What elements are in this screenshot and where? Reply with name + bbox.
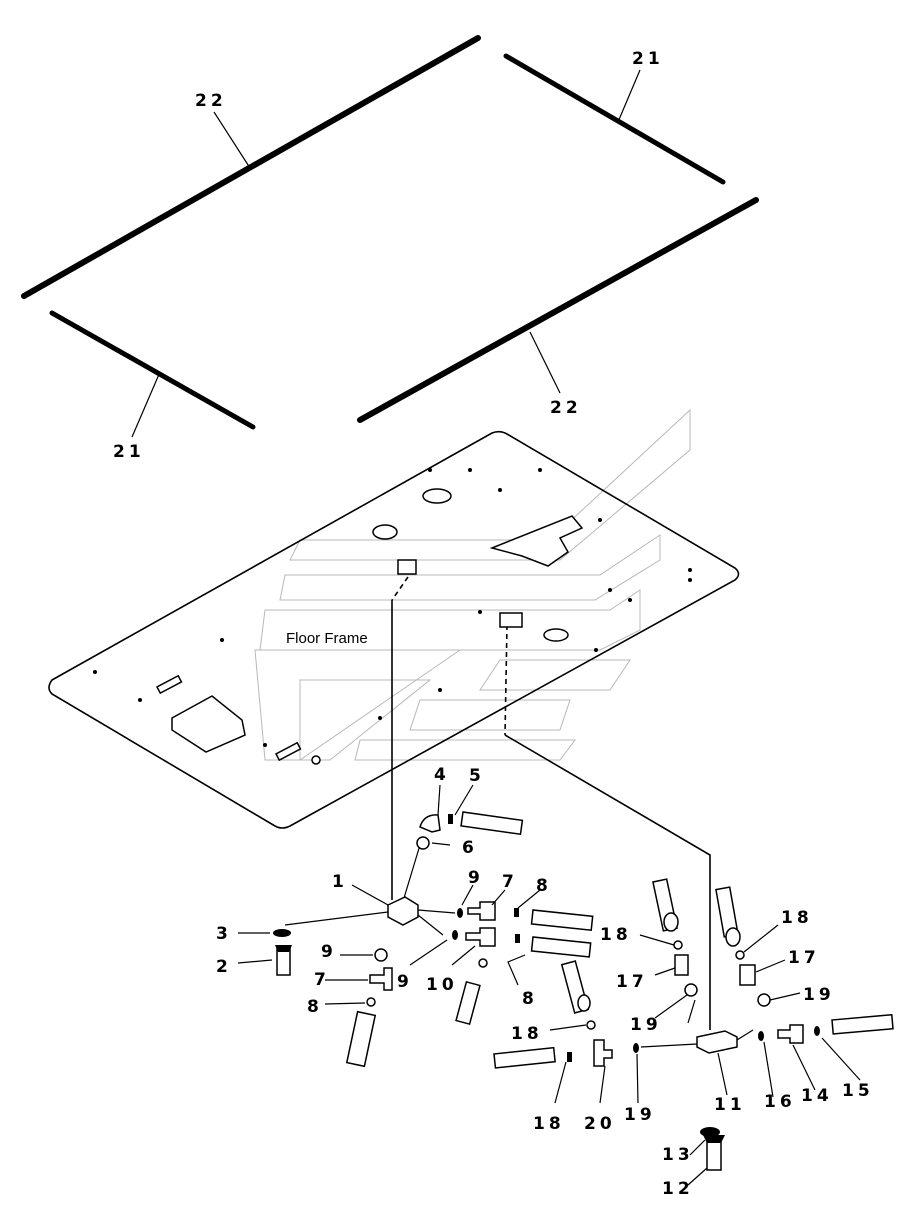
callout-10: 10	[426, 975, 458, 995]
callouts: 22 21 21 22 4 5 6 1 9 7 8 3 2 9 7 8 9 10…	[113, 49, 874, 1199]
callout-3: 3	[216, 924, 232, 944]
callout-21: 21	[113, 442, 145, 462]
left-block-assembly	[273, 811, 594, 1068]
callout-4: 4	[434, 765, 450, 785]
watermark-shapes	[254, 408, 691, 761]
callout-5: 5	[469, 766, 485, 786]
callout-18: 18	[600, 925, 632, 945]
callout-17: 17	[616, 972, 648, 992]
callout-11: 11	[714, 1095, 746, 1115]
strip-22-lower	[357, 197, 759, 423]
strip-21-lower	[49, 310, 256, 430]
callout-12: 12	[662, 1179, 694, 1199]
callout-14: 14	[801, 1086, 833, 1106]
callout-21: 21	[632, 49, 664, 69]
callout-2: 2	[216, 957, 232, 977]
callout-8: 8	[536, 876, 552, 896]
callout-15: 15	[842, 1081, 874, 1101]
callout-18: 18	[781, 908, 813, 928]
hose-routing	[391, 559, 711, 1030]
callout-7: 7	[314, 970, 330, 990]
callout-9: 9	[397, 972, 413, 992]
callout-19: 19	[630, 1015, 662, 1035]
strip-22-upper	[21, 35, 481, 299]
callout-22: 22	[195, 91, 227, 111]
callout-18: 18	[533, 1114, 565, 1134]
callout-6: 6	[462, 838, 478, 858]
right-block-assembly	[493, 878, 894, 1171]
callout-18: 18	[511, 1024, 543, 1044]
callout-19: 19	[803, 985, 835, 1005]
callout-1: 1	[332, 872, 348, 892]
callout-7: 7	[502, 872, 518, 892]
callout-9: 9	[468, 868, 484, 888]
callout-20: 20	[584, 1114, 616, 1134]
strip-21-upper	[503, 53, 726, 185]
callout-17: 17	[788, 948, 820, 968]
floor-frame-plate: Floor Frame	[48, 430, 740, 829]
callout-8: 8	[307, 997, 323, 1017]
callout-16: 16	[764, 1092, 796, 1112]
callout-19: 19	[624, 1105, 656, 1125]
callout-9: 9	[321, 942, 337, 962]
floor-frame-label: Floor Frame	[286, 630, 368, 647]
callout-13: 13	[662, 1145, 694, 1165]
leader-lines	[131, 69, 861, 1186]
callout-8: 8	[522, 989, 538, 1009]
callout-22: 22	[550, 398, 582, 418]
